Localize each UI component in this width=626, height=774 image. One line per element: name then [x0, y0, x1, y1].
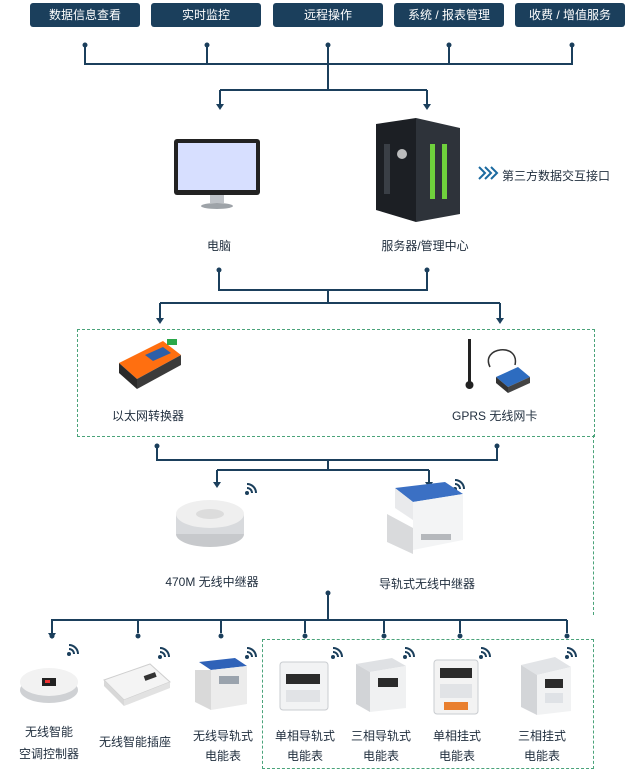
network-side-line [593, 435, 594, 615]
gprs-card-icon [465, 339, 530, 393]
rail-repeater-icon [387, 482, 463, 554]
meter-group-box [262, 639, 594, 769]
wifi-icon [245, 483, 257, 495]
device-2-line1: 无线导轨式 [192, 729, 253, 743]
wifi-icon [565, 647, 577, 659]
three-phase-hanging-meter-icon [521, 657, 571, 715]
computer-label: 电脑 [206, 239, 231, 253]
device-6-line2: 电能表 [523, 749, 560, 763]
device-3-line2: 电能表 [286, 749, 323, 763]
device-5-line2: 电能表 [438, 749, 475, 763]
gprs-label: GPRS 无线网卡 [452, 409, 538, 423]
device-1-line1: 无线智能插座 [98, 735, 171, 749]
repeater-470-label: 470M 无线中继器 [165, 575, 259, 589]
single-phase-rail-meter-icon [279, 661, 329, 711]
device-3-line1: 单相导轨式 [274, 729, 335, 743]
repeater-470-icon [176, 500, 244, 547]
network-group-box [77, 329, 595, 437]
device-2-line2: 电能表 [204, 749, 241, 763]
top-button-system-report[interactable]: 系统 / 报表管理 [394, 3, 504, 27]
device-5-line1: 单相挂式 [432, 729, 481, 743]
server-icon [376, 118, 460, 222]
top-button-remote-operation[interactable]: 远程操作 [273, 3, 383, 27]
computer-icon [174, 139, 260, 209]
top-button-data-view[interactable]: 数据信息查看 [30, 3, 140, 27]
ethernet-label: 以太网转换器 [112, 409, 185, 423]
wifi-icon [245, 647, 257, 659]
ethernet-converter-icon [119, 339, 181, 389]
wifi-icon [331, 647, 343, 659]
wifi-icon [158, 647, 170, 659]
device-6-line1: 三相挂式 [517, 729, 566, 743]
device-4-line2: 电能表 [362, 749, 399, 763]
top-button-realtime-monitor[interactable]: 实时监控 [151, 3, 261, 27]
single-phase-hanging-meter-icon [433, 659, 479, 715]
device-0-line2: 空调控制器 [18, 747, 79, 761]
smart-socket-icon [103, 663, 171, 706]
rail-repeater-label: 导轨式无线中继器 [378, 577, 475, 591]
device-4-line1: 三相导轨式 [350, 729, 411, 743]
wifi-icon [479, 647, 491, 659]
top-button-billing-service[interactable]: 收费 / 增值服务 [515, 3, 625, 27]
three-phase-rail-meter-icon [356, 658, 406, 712]
wireless-rail-meter-icon [195, 658, 247, 710]
wifi-icon [67, 644, 79, 656]
ac-controller-icon [20, 668, 78, 703]
server-label: 服务器/管理中心 [381, 239, 469, 253]
wifi-icon [403, 647, 415, 659]
third-party-label: 第三方数据交互接口 [502, 169, 611, 183]
device-0-line1: 无线智能 [24, 725, 73, 739]
chevrons-icon [478, 166, 499, 180]
